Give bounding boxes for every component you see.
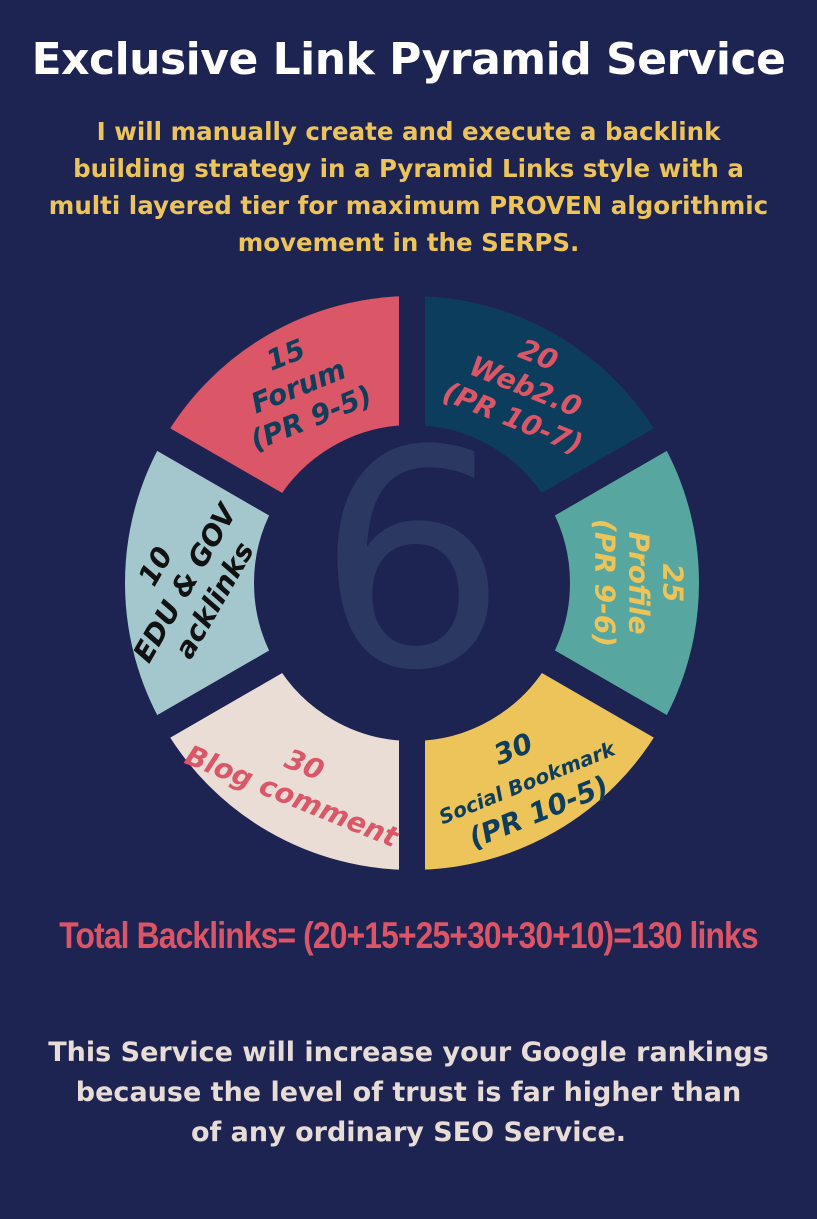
segment-text: (PR 9-6) — [589, 519, 622, 647]
segment-blog-comment — [134, 637, 425, 880]
footer-line: of any ordinary SEO Service. — [190, 1117, 627, 1148]
footer-line: This Service will increase your Google r… — [48, 1037, 769, 1068]
segment-count: 25 — [657, 564, 690, 603]
footer-text: This Service will increase your Google r… — [0, 1033, 817, 1153]
subtitle-line: building strategy in a Pyramid Links sty… — [73, 154, 744, 183]
subtitle-line: multi layered tier for maximum PROVEN al… — [48, 191, 769, 220]
total-backlinks: Total Backlinks= (20+15+25+30+30+10)=130… — [59, 915, 758, 956]
segment-social-bookmark — [399, 637, 690, 880]
segment-forum — [134, 280, 425, 529]
footer-line: because the level of trust is far higher… — [75, 1077, 742, 1108]
subtitle: I will manually create and execute a bac… — [10, 113, 807, 261]
segment-web20 — [399, 280, 690, 529]
subtitle-line: I will manually create and execute a bac… — [96, 117, 721, 146]
page-title: Exclusive Link Pyramid Service — [31, 34, 786, 85]
segment-text: Profile — [623, 531, 656, 634]
segment-edu-gov — [99, 415, 305, 751]
segment-label-profile: 25Profile(PR 9-6) — [589, 519, 690, 647]
subtitle-line: movement in the SERPS. — [237, 228, 580, 257]
center-number: 6 — [317, 387, 508, 736]
link-pyramid-ring: 6 15Forum(PR 9-5)20Web2.0(PR 10-7)25Prof… — [99, 280, 725, 880]
segment-profile — [519, 415, 725, 751]
